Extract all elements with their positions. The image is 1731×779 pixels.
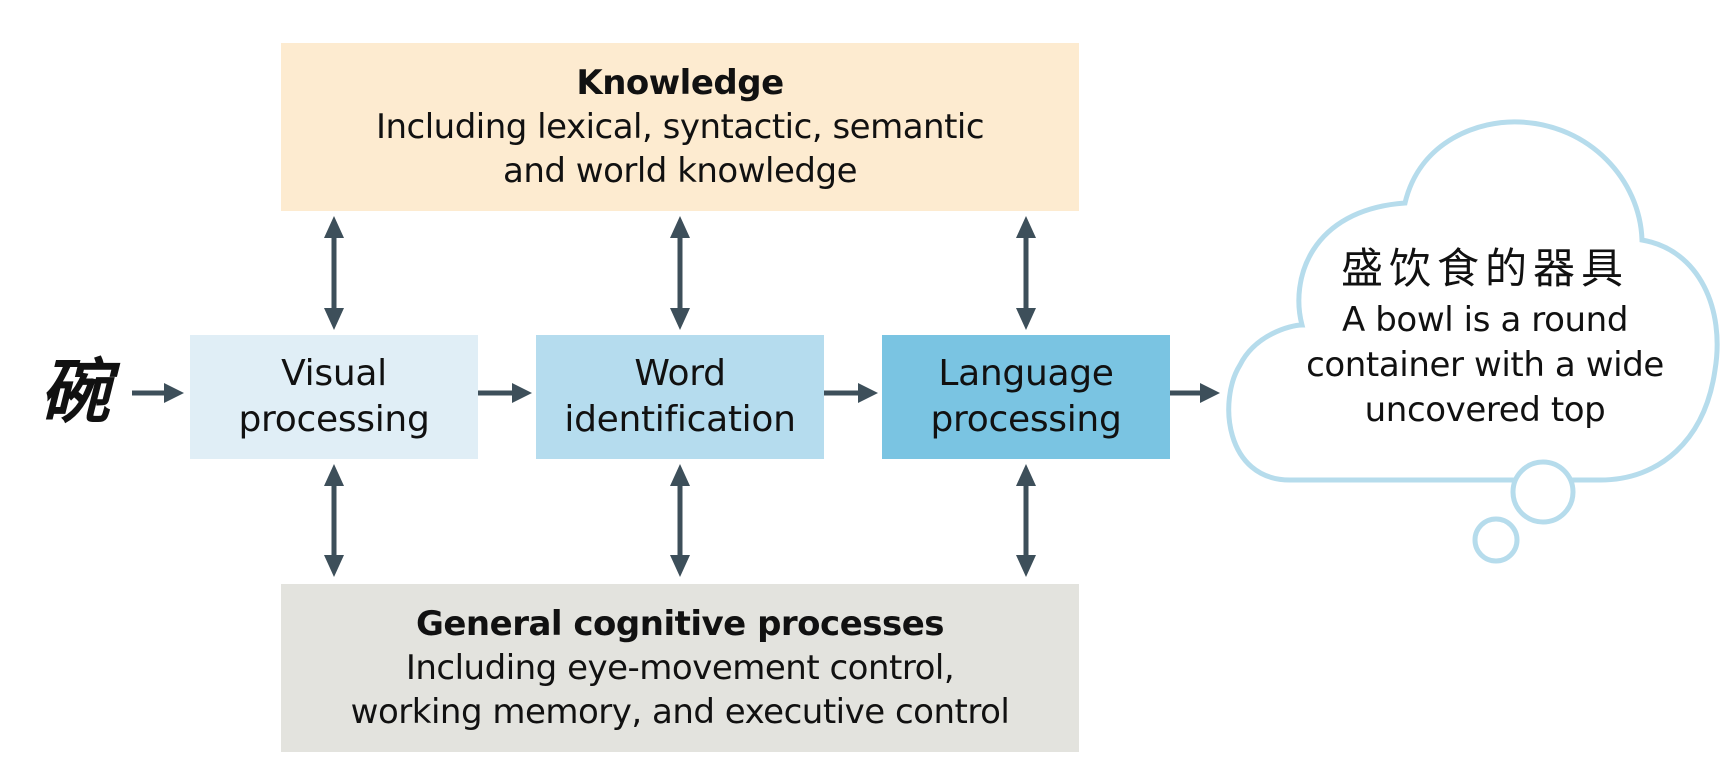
thought-cloud [1226,119,1720,564]
thought-content: 盛饮食的器具 A bowl is a round container with … [1270,240,1700,433]
arrow-knowledge-language [1016,216,1036,330]
arrow-knowledge-visual [324,216,344,330]
arrow-word-to-language [824,383,878,403]
word-identification-box: Word identification [536,335,824,459]
general-cognitive-box: General cognitive processes Including ey… [281,584,1079,752]
input-arrow [132,383,184,403]
general-cognitive-title: General cognitive processes [415,604,945,644]
arrow-visual-to-word [478,383,532,403]
visual-processing-box: Visual processing [190,335,478,459]
arrow-visual-general [324,464,344,577]
language-processing-box: Language processing [882,335,1170,459]
thought-bubble-small [1472,516,1520,564]
thought-english-definition: A bowl is a round container with a wide … [1306,300,1664,430]
arrow-word-general [670,464,690,577]
general-cognitive-description: Including eye-movement control, working … [350,648,1010,732]
language-processing-label: Language processing [930,353,1122,440]
knowledge-description: Including lexical, syntactic, semantic a… [375,107,985,191]
knowledge-box: Knowledge Including lexical, syntactic, … [281,43,1079,211]
word-identification-label: Word identification [564,353,796,440]
arrow-language-to-thought [1170,383,1220,403]
arrow-language-general [1016,464,1036,577]
input-character: 碗 [40,350,110,433]
arrow-knowledge-word [670,216,690,330]
knowledge-title: Knowledge [576,63,784,103]
thought-chinese-definition: 盛饮食的器具 [1340,244,1629,293]
visual-processing-label: Visual processing [238,353,430,440]
thought-bubble-large [1510,459,1576,525]
